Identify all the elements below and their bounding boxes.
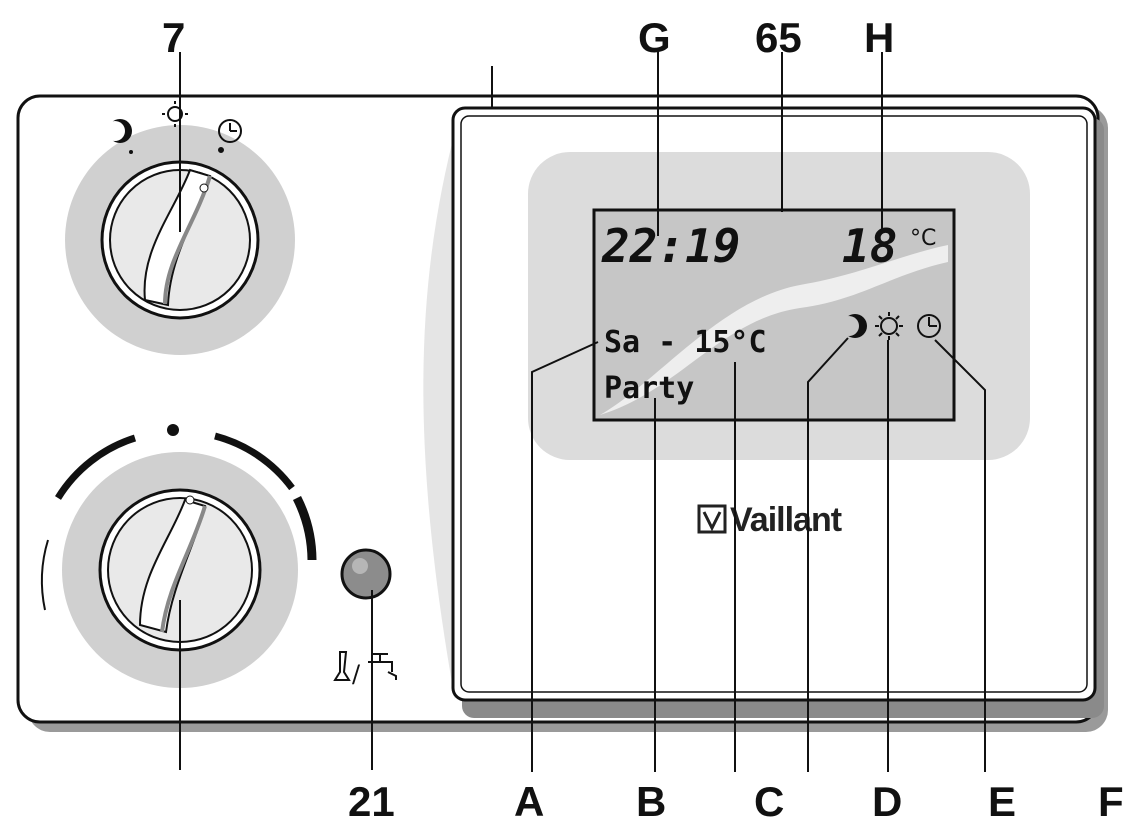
tap-icon: [368, 653, 397, 680]
callout-A: A: [514, 778, 544, 825]
lcd-temperature: 18: [842, 219, 897, 273]
lcd-moon-icon: [839, 314, 867, 338]
lcd-mode: Party: [604, 371, 694, 406]
lcd-clock-icon: [917, 314, 941, 338]
callout-65: 65: [755, 14, 802, 61]
knob-moon-icon: [105, 119, 133, 154]
callout-G: G: [638, 14, 671, 61]
temperature-dial-scale: [40, 424, 317, 611]
lcd-time: 22:19: [601, 219, 740, 273]
lcd-day-setpoint: Sa - 15°C: [604, 325, 767, 360]
knob-clock-icon: [218, 119, 242, 153]
glass-icon: [333, 651, 351, 681]
leader-D: [807, 337, 849, 772]
slash-separator: /: [352, 660, 361, 688]
hot-water-button[interactable]: [340, 548, 392, 600]
callout-E: E: [988, 778, 1016, 825]
callout-7: 7: [162, 14, 185, 61]
callout-B: B: [636, 778, 666, 825]
lcd-display: 22:19 18 °C Sa - 15°C Party: [528, 152, 1030, 460]
mode-selector-knob[interactable]: [65, 125, 295, 355]
temperature-knob[interactable]: [62, 452, 298, 688]
callout-21: 21: [348, 778, 395, 825]
leader-F: [934, 339, 986, 772]
callout-C: C: [754, 778, 784, 825]
callout-F: F: [1098, 778, 1124, 825]
lcd-temperature-unit: °C: [910, 226, 936, 251]
knob-sun-icon: [162, 101, 188, 127]
lcd-sun-icon: [875, 312, 903, 340]
leader-lines: [179, 52, 986, 772]
callout-D: D: [872, 778, 902, 825]
brand-logo: Vaillant: [697, 501, 843, 539]
callout-H: H: [864, 14, 894, 61]
brand-name: Vaillant: [730, 501, 842, 539]
leader-A: [531, 341, 599, 772]
